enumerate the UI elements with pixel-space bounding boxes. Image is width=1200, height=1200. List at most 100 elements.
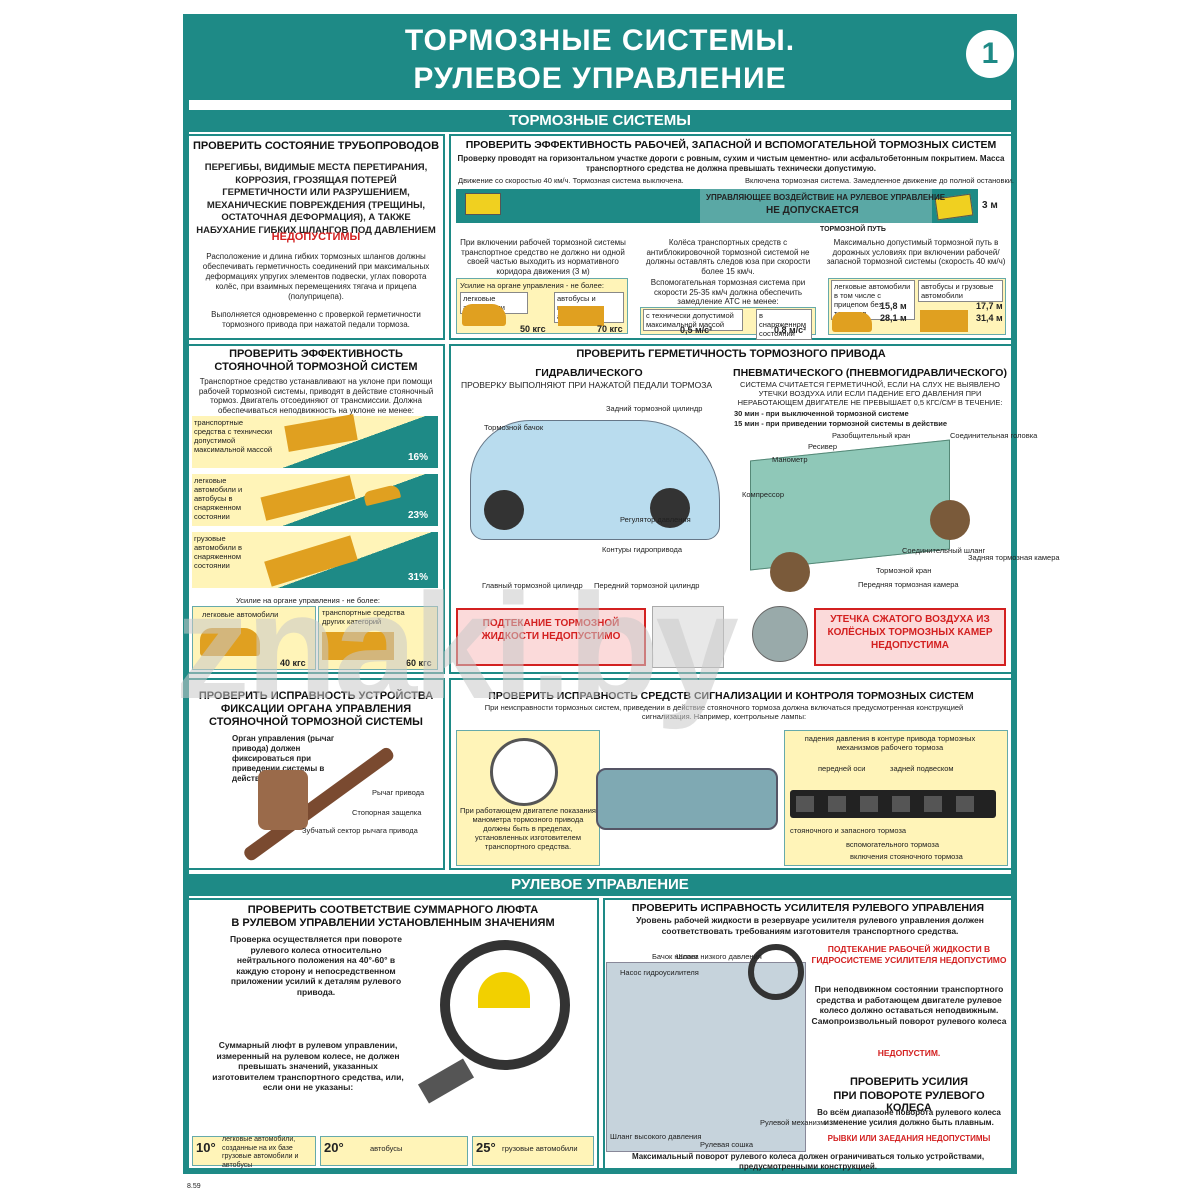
signal-lamp-3: вспомогательного тормоза bbox=[846, 840, 940, 849]
booster-label-5: Рулевой механизм bbox=[760, 1118, 826, 1127]
parking-title-2: СТОЯНОЧНОЙ ТОРМОЗНОЙ СИСТЕМ bbox=[214, 361, 418, 373]
play-v2-text: автобусы bbox=[370, 1144, 403, 1153]
tightness-hyd-title: ГИДРАВЛИЧЕСКОГО bbox=[535, 367, 643, 379]
play-box-3 bbox=[472, 1136, 594, 1166]
fixation-title-1: ПРОВЕРИТЬ ИСПРАВНОСТЬ УСТРОЙСТВА bbox=[198, 690, 434, 702]
play-v1: 10° bbox=[196, 1140, 216, 1155]
booster-force-text: Во всём диапазоне поворота рулевого коле… bbox=[817, 1108, 1001, 1127]
booster-label-2: Насос гидроусилителя bbox=[620, 968, 699, 977]
play-title-1: ПРОВЕРИТЬ СООТВЕТСТВИЕ СУММАРНОГО ЛЮФТА bbox=[247, 904, 539, 916]
play-title-2: В РУЛЕВОМ УПРАВЛЕНИИ УСТАНОВЛЕННЫМ ЗНАЧЕ… bbox=[231, 917, 555, 929]
signal-lamp-1-icon bbox=[828, 796, 846, 812]
pipes-title: ПРОВЕРИТЬ СОСТОЯНИЕ ТРУБОПРОВОДОВ bbox=[192, 140, 440, 152]
header-title-line2: РУЛЕВОЕ УПРАВЛЕНИЕ bbox=[413, 62, 787, 95]
eff-col1-car-value: 50 кгс bbox=[520, 324, 546, 334]
tightness-pn-text: СИСТЕМА СЧИТАЕТСЯ ГЕРМЕТИЧНОЙ, ЕСЛИ НА С… bbox=[737, 380, 1003, 407]
eff-col1-car-icon bbox=[462, 304, 506, 326]
booster-label-1: Бачок насоса bbox=[652, 952, 699, 961]
road-label-right: Включена тормозная система. Замедленное … bbox=[745, 176, 1014, 185]
fixation-label-2: Стопорная защелка bbox=[352, 808, 422, 817]
parking-slope-3-label: грузовые автомобили в снаряженном состоя… bbox=[194, 534, 242, 570]
hyd-warning: ПОДТЕКАНИЕ ТОРМОЗНОЙ ЖИДКОСТИ НЕДОПУСТИМ… bbox=[456, 608, 646, 666]
signal-text: При неисправности тормозных систем, прив… bbox=[484, 703, 964, 721]
hyd-leak-illustration bbox=[652, 606, 724, 668]
parking-truck-force-icon bbox=[322, 632, 394, 660]
pipes-text-1: Расположение и длина гибких тормозных шл… bbox=[202, 252, 430, 301]
fixation-title-3: СТОЯНОЧНОЙ ТОРМОЗНОЙ СИСТЕМЫ bbox=[209, 716, 423, 728]
tightness-pn-30: 30 мин - при выключенной тормозной систе… bbox=[734, 409, 909, 418]
efficiency-title: ПРОВЕРИТЬ ЭФФЕКТИВНОСТЬ РАБОЧЕЙ, ЗАПАСНО… bbox=[465, 139, 997, 151]
parking-car-value: 40 кгс bbox=[280, 658, 306, 668]
eff-col2-a: с технически допустимой максимальной мас… bbox=[643, 309, 743, 331]
road-warning-2: НЕ ДОПУСКАЕТСЯ bbox=[766, 205, 859, 216]
signal-lamp-5-icon bbox=[956, 796, 974, 812]
play-v3-text: грузовые автомобили bbox=[502, 1144, 578, 1153]
signal-lamp-2-icon bbox=[860, 796, 878, 812]
eff-col3-bus-v1: 17,7 м bbox=[976, 301, 1003, 311]
eff-col3-car-icon bbox=[832, 312, 872, 332]
road-corridor bbox=[700, 189, 932, 223]
signal-gauge-text: При работающем двигателе показания маном… bbox=[460, 806, 596, 851]
play-v3: 25° bbox=[476, 1140, 496, 1155]
parking-slope-2-value: 23% bbox=[408, 510, 429, 521]
eff-col2b-text: Вспомогательная тормозная система при ск… bbox=[650, 278, 806, 306]
fixation-label-1: Рычаг привода bbox=[372, 788, 425, 797]
booster-red-1: ПОДТЕКАНИЕ РАБОЧЕЙ ЖИДКОСТИ В ГИДРОСИСТЕ… bbox=[811, 944, 1007, 965]
parking-car-force-icon bbox=[200, 628, 260, 656]
pn-label-3: Ресивер bbox=[808, 442, 838, 451]
signal-lamp-4: включения стояночного тормоза bbox=[850, 852, 963, 861]
hyd-label-2: Задний тормозной цилиндр bbox=[606, 404, 703, 413]
eff-col1-force: Усилие на органе управления - не более: bbox=[460, 281, 604, 290]
pipes-text-2: Выполняется одновременно с проверкой гер… bbox=[211, 310, 421, 329]
parking-slope-3-value: 31% bbox=[408, 572, 429, 583]
pn-label-5: Компрессор bbox=[742, 490, 785, 499]
parking-truck-label: транспортные средства других категорий bbox=[322, 608, 405, 626]
steering-play-scale-icon bbox=[478, 972, 530, 1008]
pipes-red-text: НЕДОПУСТИМЫ bbox=[271, 231, 361, 243]
fixation-label-3: Зубчатый сектор рычага привода bbox=[302, 826, 418, 835]
booster-text: Уровень рабочей жидкости в резервуаре ус… bbox=[636, 915, 984, 936]
parking-slope-1-value: 16% bbox=[408, 452, 429, 463]
panel-pipes bbox=[187, 134, 445, 340]
signal-dashboard-icon bbox=[596, 768, 778, 830]
eff-col2-b-value: 0,8 м/с² bbox=[774, 325, 807, 335]
booster-red-3: РЫВКИ ИЛИ ЗАЕДАНИЯ НЕДОПУСТИМЫ bbox=[827, 1134, 991, 1143]
efficiency-sub: Проверку проводят на горизонтальном учас… bbox=[457, 154, 1005, 173]
eff-col1-bus-value: 70 кгс bbox=[597, 324, 623, 334]
eff-col3-bus-v2: 31,4 м bbox=[976, 313, 1003, 323]
pn-label-6: Соединительный шланг bbox=[902, 546, 986, 555]
fixation-mechanism-illustration bbox=[258, 770, 308, 830]
hyd-car-wheel-rear bbox=[650, 488, 690, 528]
hyd-label-1: Тормозной бачок bbox=[484, 423, 544, 432]
pn-label-8: Тормозной кран bbox=[876, 566, 932, 575]
tightness-title: ПРОВЕРИТЬ ГЕРМЕТИЧНОСТЬ ТОРМОЗНОГО ПРИВО… bbox=[576, 348, 886, 360]
signal-lamp-3-icon bbox=[892, 796, 910, 812]
signal-title: ПРОВЕРИТЬ ИСПРАВНОСТЬ СРЕДСТВ СИГНАЛИЗАЦ… bbox=[488, 690, 974, 702]
pn-label-7: Задняя тормозная камера bbox=[968, 553, 1060, 562]
eff-col2-a-value: 0,5 м/с² bbox=[680, 325, 713, 335]
hyd-label-5: Главный тормозной цилиндр bbox=[482, 581, 583, 590]
poster-header: ТОРМОЗНЫЕ СИСТЕМЫ. РУЛЕВОЕ УПРАВЛЕНИЕ bbox=[183, 14, 1017, 100]
play-v1-text: легковые автомобили, созданные на их баз… bbox=[222, 1136, 299, 1169]
parking-title-1: ПРОВЕРИТЬ ЭФФЕКТИВНОСТЬ bbox=[229, 348, 403, 360]
booster-red-2: НЕДОПУСТИМ. bbox=[877, 1048, 941, 1058]
signal-lamp-1a: передней оси bbox=[818, 764, 866, 773]
booster-bottom-text: Максимальный поворот рулевого колеса дол… bbox=[631, 1152, 985, 1171]
play-text-2: Суммарный люфт в рулевом управлении, изм… bbox=[212, 1040, 404, 1092]
pn-label-2: Соединительная головка bbox=[950, 431, 1038, 440]
hyd-label-6: Передний тормозной цилиндр bbox=[594, 581, 700, 590]
road-truck-start bbox=[465, 193, 501, 215]
booster-force-title-1: ПРОВЕРИТЬ УСИЛИЯ bbox=[849, 1076, 969, 1088]
eff-col1-text: При включении рабочей тормозной системы … bbox=[460, 238, 626, 276]
parking-slope-2-label: легковые автомобили и автобусы в снаряже… bbox=[194, 476, 243, 521]
road-warning-1: УПРАВЛЯЮЩЕЕ ВОЗДЕЙСТВИЕ НА РУЛЕВОЕ УПРАВ… bbox=[706, 193, 946, 202]
signal-gauge-icon bbox=[490, 738, 558, 806]
signal-lamp-2: стояночного и запасного тормоза bbox=[790, 826, 907, 835]
eff-col3-text: Максимально допустимый тормозной путь в … bbox=[826, 238, 1006, 266]
tightness-hyd-sub: ПРОВЕРКУ ВЫПОЛНЯЮТ ПРИ НАЖАТОЙ ПЕДАЛИ ТО… bbox=[461, 380, 713, 390]
fixation-text: Орган управления (рычаг привода) должен … bbox=[232, 734, 335, 783]
pn-label-1: Разобщительный кран bbox=[832, 431, 911, 440]
header-title-line1: ТОРМОЗНЫЕ СИСТЕМЫ. bbox=[404, 24, 796, 57]
parking-text: Транспортное средство устанавливают на у… bbox=[198, 377, 434, 415]
eff-col3-truck-icon bbox=[920, 310, 968, 332]
